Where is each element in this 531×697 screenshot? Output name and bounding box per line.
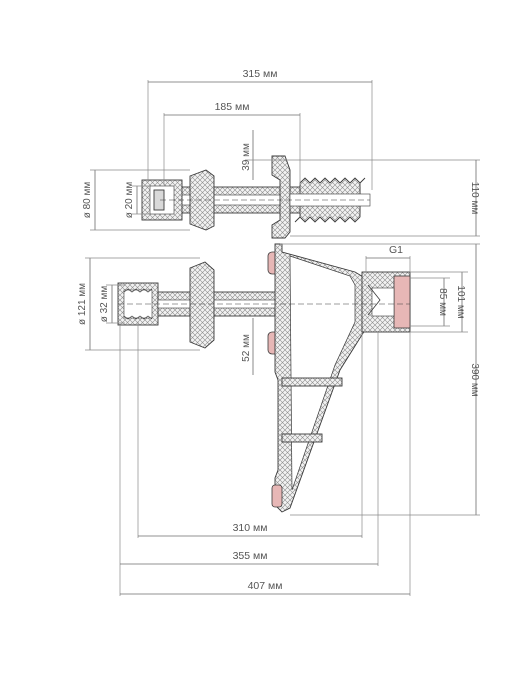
dimension-labels: 315 мм 185 мм 39 мм ø 80 мм ø 20 мм 110 … [77,68,480,592]
dim-dia-80: ø 80 мм [82,182,93,219]
dim-dia-32: ø 32 мм [99,286,110,323]
dimension-lines [85,80,480,596]
dim-315: 315 мм [243,68,278,80]
dim-185: 185 мм [215,101,250,113]
dim-39: 39 мм [241,143,252,171]
dim-dia-121: ø 121 мм [77,283,88,325]
dim-407: 407 мм [248,580,283,592]
upper-fitting [141,155,371,239]
dim-101: 101 мм [455,285,466,318]
dim-355: 355 мм [233,550,268,562]
dim-110: 110 мм [469,182,480,215]
upper-flange [271,155,291,239]
lower-body [117,243,411,513]
dim-390: 390 мм [469,363,480,396]
dim-52: 52 мм [241,334,252,362]
lower-nut [189,261,215,349]
dim-dia-20: ø 20 мм [124,182,135,219]
dim-85: 85 мм [437,288,448,316]
dim-310: 310 мм [233,522,268,534]
dim-g1: G1 [389,244,403,256]
